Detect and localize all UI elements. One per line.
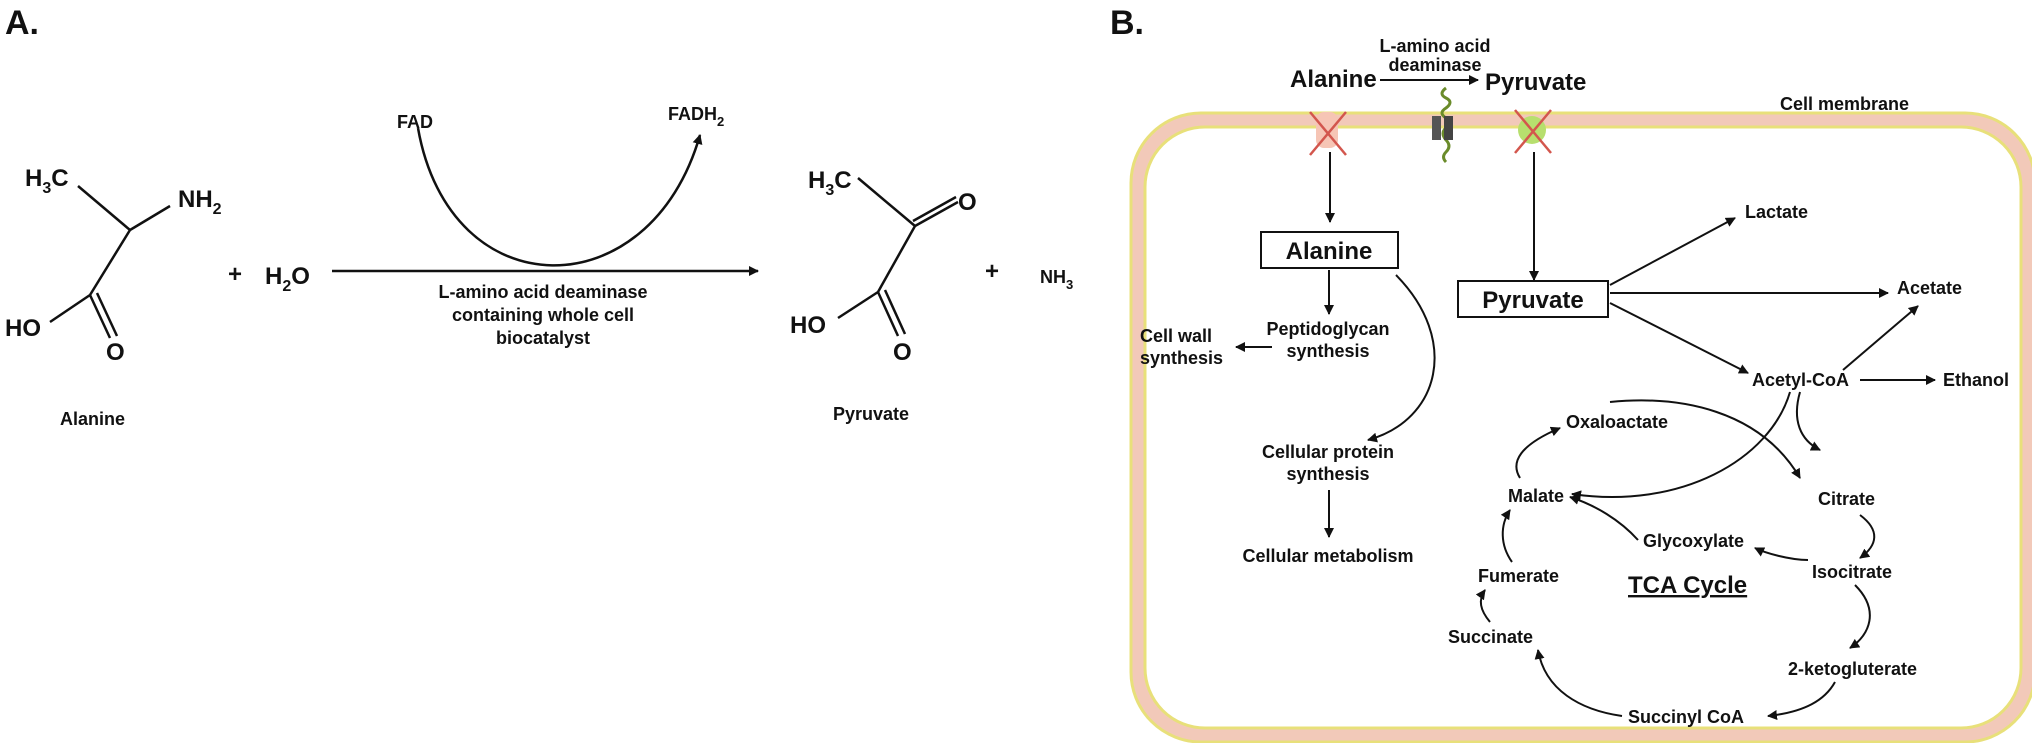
enzyme-line-2: containing whole cell	[452, 305, 634, 325]
malate: Malate	[1508, 486, 1564, 506]
water: H2O	[265, 263, 310, 295]
enzyme-b-line-1: L-amino acid	[1379, 36, 1490, 56]
plus-sign-2: +	[985, 258, 999, 285]
alanine-structure	[49, 185, 171, 339]
pyruvate-to-lactate-arrow	[1609, 217, 1736, 286]
alanine-to-protein-arrow	[1367, 274, 1436, 443]
succinyl-to-succinate-arrow	[1534, 649, 1623, 717]
acetylcoa-to-citrate-arrow	[1795, 391, 1821, 451]
acetylcoa-to-acetate-arrow	[1842, 305, 1919, 371]
citrate-to-isocitrate-arrow	[1859, 514, 1876, 559]
protein-line-2: synthesis	[1286, 464, 1369, 484]
cell-membrane-inner	[1143, 125, 2023, 730]
fumerate: Fumerate	[1478, 566, 1559, 586]
fumerate-to-malate-arrow	[1500, 509, 1513, 563]
pyruvate-structure	[837, 177, 959, 337]
pyruvate-transporter-blocked-icon	[1514, 109, 1552, 154]
membrane-label: Cell membrane	[1780, 94, 1909, 114]
alanine-o: O	[106, 339, 125, 366]
cell-membrane-outer	[1129, 111, 2032, 743]
acetylcoa-to-malate-arrow	[1571, 391, 1791, 501]
fad-cofactor-arrow	[416, 127, 703, 267]
cellular-metabolism: Cellular metabolism	[1242, 546, 1413, 566]
ethanol: Ethanol	[1943, 370, 2009, 390]
ketoglutarate-to-succinyl-arrow	[1767, 681, 1836, 721]
plus-sign-1: +	[228, 261, 242, 288]
succinate-to-fumerate-arrow	[1475, 589, 1491, 623]
isocitrate: Isocitrate	[1812, 562, 1892, 582]
lactate: Lactate	[1745, 202, 1808, 222]
alanine-name: Alanine	[60, 409, 125, 429]
pyruvate-o-top: O	[958, 189, 977, 216]
malate-to-oxaloacetate-arrow	[1515, 426, 1561, 479]
pyruvate-inside: Pyruvate	[1482, 287, 1583, 314]
acetate: Acetate	[1897, 278, 1962, 298]
alanine-inside: Alanine	[1286, 238, 1373, 265]
enzyme-line-1: L-amino acid deaminase	[438, 282, 647, 302]
tca-arrows	[1475, 391, 1876, 721]
glycoxylate: Glycoxylate	[1643, 531, 1744, 551]
pyruvate-ho: HO	[790, 312, 826, 339]
citrate: Citrate	[1818, 489, 1875, 509]
enzyme-b-line-2: deaminase	[1388, 55, 1481, 75]
ketoglutarate: 2-ketogluterate	[1788, 659, 1917, 679]
enzyme-line-3: biocatalyst	[496, 328, 590, 348]
oxaloacetate-to-citrate-arrow	[1609, 399, 1801, 479]
alanine-ho: HO	[5, 315, 41, 342]
membrane-enzyme-icon	[1432, 86, 1453, 164]
fadh2-label: FADH2	[668, 104, 724, 129]
cell-wall-line-1: Cell wall	[1140, 326, 1212, 346]
alanine-box	[1260, 231, 1399, 269]
panel-b-label: B.	[1110, 4, 1144, 42]
tca-cycle-label: TCA Cycle	[1628, 572, 1747, 599]
alanine-transporter-blocked-icon	[1309, 111, 1347, 156]
pyruvate-box	[1457, 280, 1609, 318]
pyruvate-to-acetylcoa-arrow	[1609, 302, 1749, 374]
fad-label: FAD	[397, 112, 433, 132]
alanine-nh2: NH2	[178, 186, 222, 218]
peptidoglycan-line-2: synthesis	[1286, 341, 1369, 361]
acetyl-coa: Acetyl-CoA	[1752, 370, 1849, 390]
oxaloacetate: Oxaloactate	[1566, 412, 1668, 432]
alanine-outside: Alanine	[1290, 66, 1377, 93]
succinate: Succinate	[1448, 627, 1533, 647]
cell-membrane	[1131, 113, 2032, 742]
cell-wall-line-2: synthesis	[1140, 348, 1223, 368]
pyruvate-ch3: H3C	[808, 167, 852, 199]
ammonia: NH3	[1040, 267, 1073, 292]
succinyl-coa: Succinyl CoA	[1628, 707, 1744, 727]
isocitrate-to-ketoglutarate-arrow	[1849, 584, 1871, 649]
pyruvate-o: O	[893, 339, 912, 366]
pyruvate-outside: Pyruvate	[1485, 69, 1586, 96]
pyruvate-name: Pyruvate	[833, 404, 909, 424]
alanine-ch3: H3C	[25, 165, 69, 197]
isocitrate-to-glycoxylate-arrow	[1754, 547, 1809, 561]
peptidoglycan-line-1: Peptidoglycan	[1266, 319, 1389, 339]
panel-a-label: A.	[5, 4, 39, 42]
protein-line-1: Cellular protein	[1262, 442, 1394, 462]
